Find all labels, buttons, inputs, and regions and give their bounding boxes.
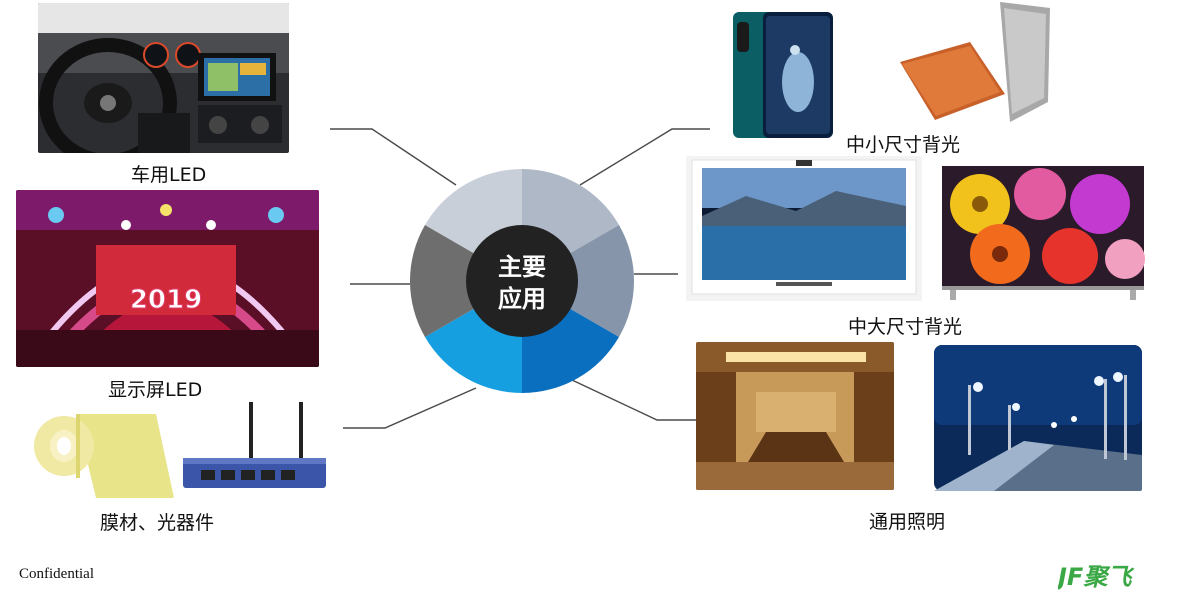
label-film-optical: 膜材、光器件 xyxy=(100,512,215,534)
stage-display-photo: 2019 xyxy=(16,190,319,367)
label-general-lighting: 通用照明 xyxy=(869,511,946,533)
router-photo xyxy=(181,402,328,494)
main-applications-wheel: 主要 应用 xyxy=(410,169,634,393)
laptop-photo xyxy=(900,2,1056,126)
jf-logo: JF聚飞 xyxy=(1058,563,1135,590)
confidential-notice: Confidential xyxy=(19,566,94,582)
center-label-line1: 主要 xyxy=(498,253,546,281)
car-dashboard-photo xyxy=(38,3,289,153)
wheel-hub xyxy=(466,225,578,337)
film-roll-photo xyxy=(26,406,174,498)
center-label-line2: 应用 xyxy=(498,285,546,313)
stage-year-text: 2019 xyxy=(130,285,202,315)
label-small-backlight: 中小尺寸背光 xyxy=(846,134,961,156)
conference-room-photo xyxy=(696,342,894,490)
jf-logo-text: JF聚飞 xyxy=(1058,563,1135,590)
street-lights-photo xyxy=(934,345,1142,491)
label-car-led: 车用LED xyxy=(131,164,207,186)
label-large-backlight: 中大尺寸背光 xyxy=(848,316,963,338)
smartphone-photo xyxy=(733,12,833,138)
tv-flowers-photo xyxy=(940,164,1146,302)
label-display-led: 显示屏LED xyxy=(108,379,203,401)
tv-landscape-photo xyxy=(686,156,922,301)
